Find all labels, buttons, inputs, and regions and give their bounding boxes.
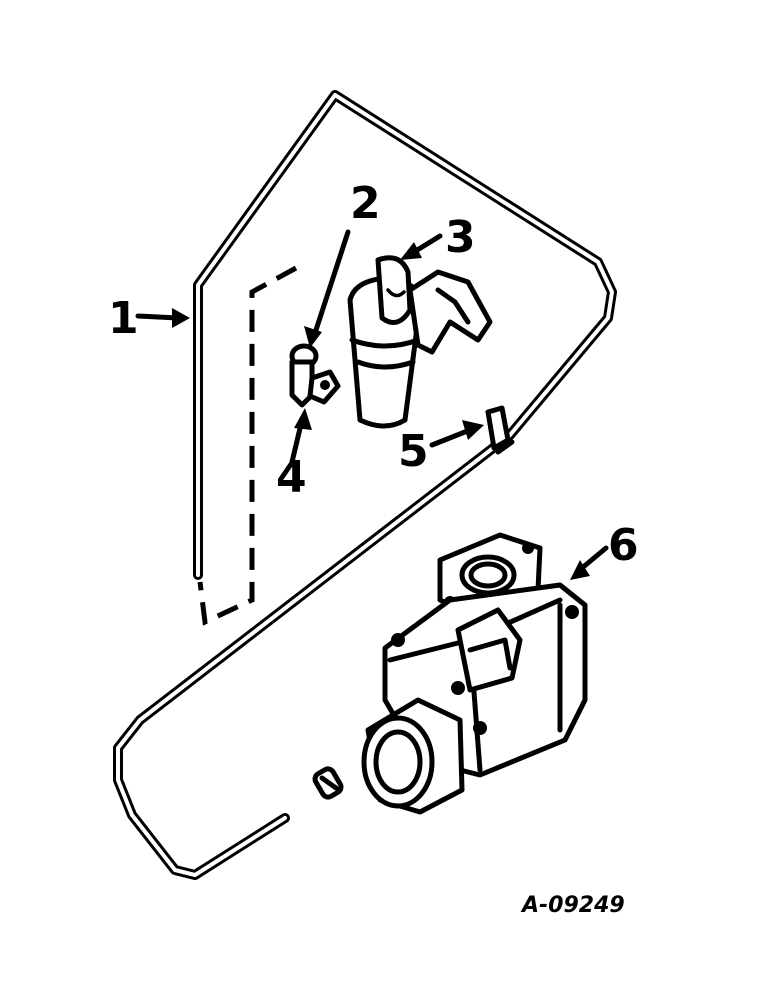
callout-label-6: 6 bbox=[608, 520, 639, 571]
callout-1: 1 bbox=[108, 293, 190, 344]
hidden-line bbox=[197, 265, 298, 626]
callout-label-5: 5 bbox=[398, 426, 429, 477]
callout-6: 6 bbox=[570, 520, 639, 580]
callout-3: 3 bbox=[400, 212, 476, 263]
callout-4: 4 bbox=[276, 408, 312, 503]
callout-label-1: 1 bbox=[108, 293, 139, 344]
callout-5: 5 bbox=[398, 420, 484, 477]
fuel-line-tube bbox=[113, 90, 617, 880]
callout-2: 2 bbox=[304, 178, 381, 348]
carburetor bbox=[361, 532, 588, 815]
tube-clip bbox=[485, 405, 515, 455]
elbow-fitting bbox=[307, 369, 341, 405]
callout-label-3: 3 bbox=[445, 212, 476, 263]
screw bbox=[312, 766, 344, 800]
figure-reference: A-09249 bbox=[520, 893, 625, 918]
connector-fitting bbox=[289, 343, 319, 408]
sediment-bowl bbox=[347, 255, 493, 429]
callout-label-2: 2 bbox=[350, 178, 381, 229]
